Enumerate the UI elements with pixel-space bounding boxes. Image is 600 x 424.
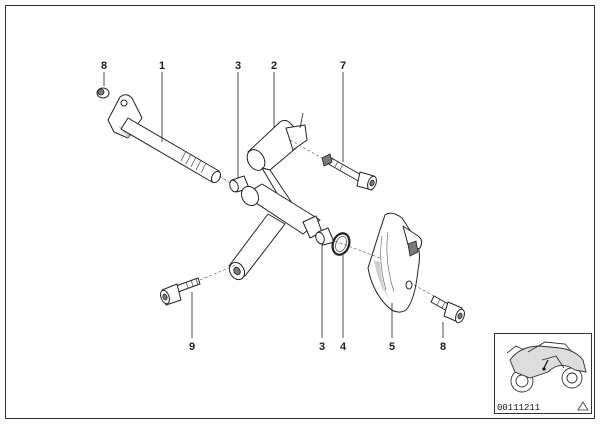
part-7-bolt[interactable] [321,153,378,191]
part-5-guard[interactable] [367,212,423,313]
part-2-lever[interactable] [226,112,323,282]
part-9-bolt[interactable] [159,277,201,306]
motorcycle-icon [506,341,587,393]
part-3-bush-lower[interactable] [314,227,335,246]
callout-7: 7 [340,60,346,72]
diagram-frame [5,5,595,419]
callout-4: 4 [340,341,347,353]
callout-3-top: 3 [235,60,241,72]
callout-9: 9 [189,341,195,353]
callout-5: 5 [389,341,395,353]
leader-lines [103,72,444,338]
callout-2: 2 [271,60,277,72]
triangle-icon [577,401,589,411]
callout-3-bottom: 3 [319,341,325,353]
motorcycle-thumbnail: 00111211 [494,333,592,414]
part-8-bush-small[interactable] [96,87,110,99]
part-1-shaft[interactable] [107,94,222,184]
part-8-bolt[interactable] [430,295,466,324]
callout-1: 1 [159,60,165,72]
callout-8-top: 8 [101,60,107,72]
callout-8-bottom: 8 [440,341,446,353]
assembly-lines [199,139,435,297]
part-4-circlip[interactable] [330,231,353,257]
reference-number: 00111211 [497,403,540,413]
